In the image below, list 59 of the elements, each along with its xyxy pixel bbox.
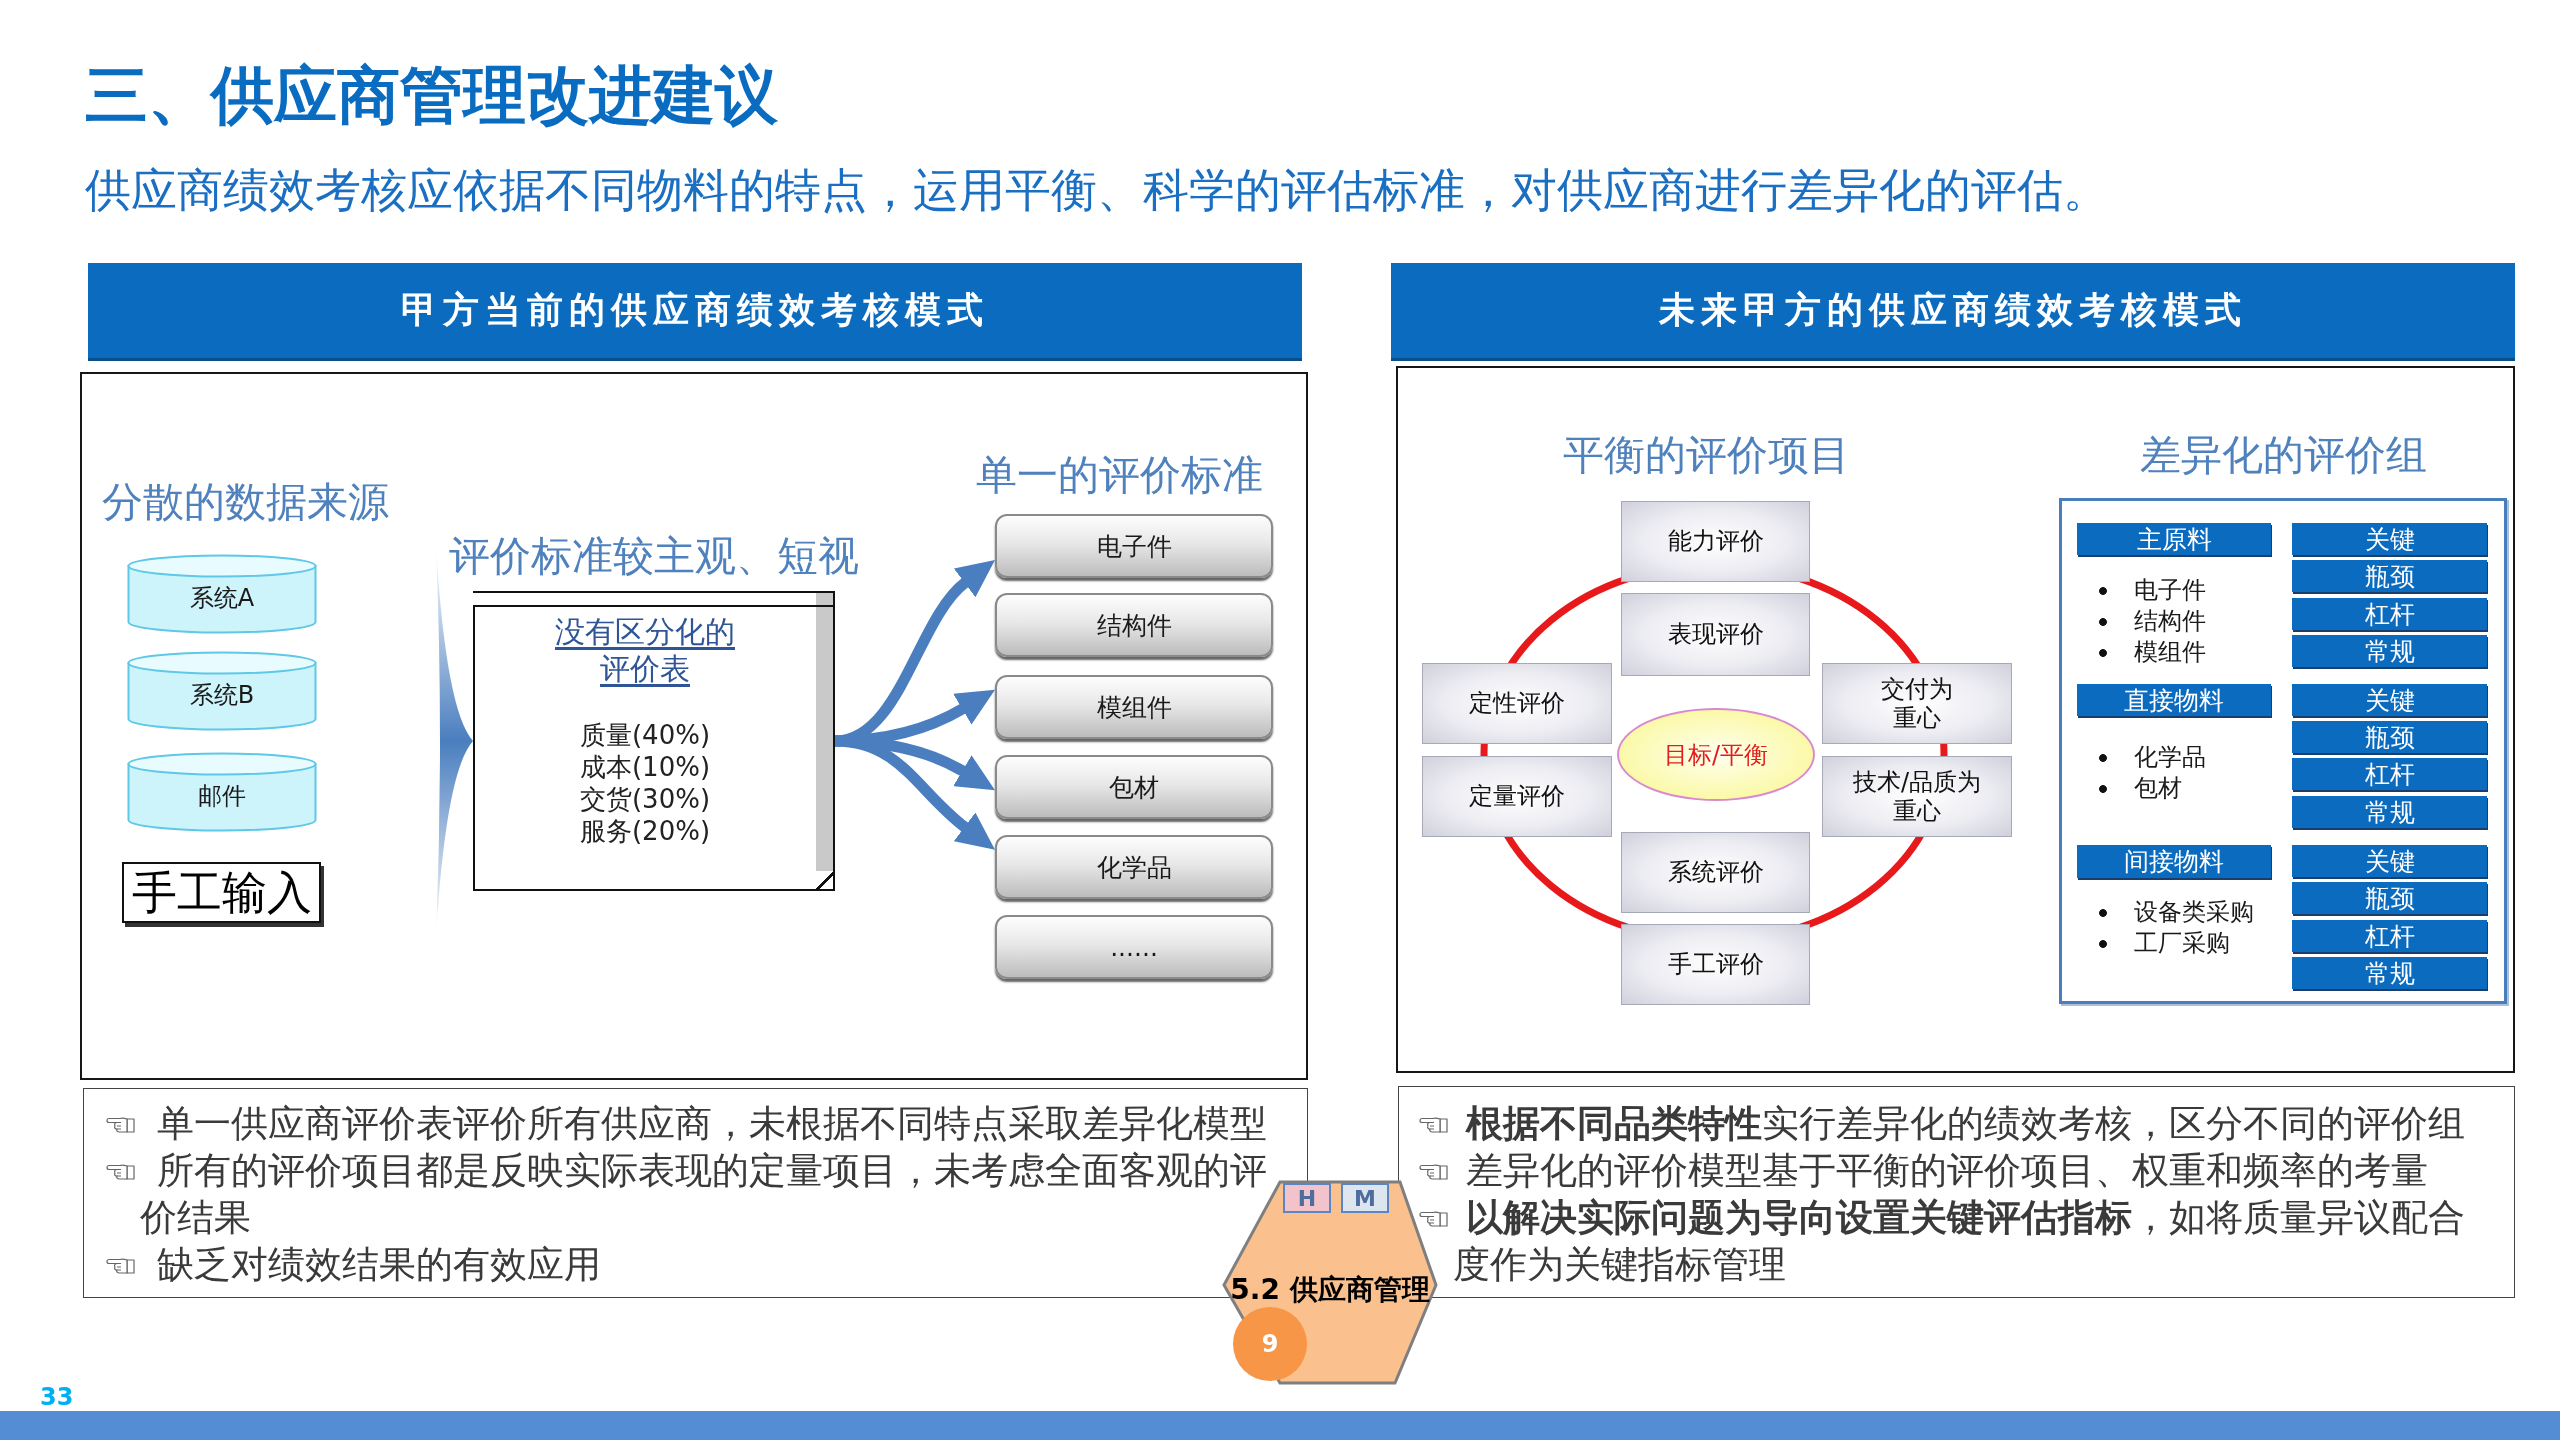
criterion-box: 技术/品质为重心 (1822, 756, 2012, 837)
criterion-box: 定量评价 (1422, 756, 1612, 837)
category-box: 包材 (995, 755, 1273, 819)
list-item: 服务(20%) (579, 815, 711, 847)
bullet-text: 缺乏对绩效结果的有效应用 (157, 1243, 601, 1286)
list-item: 交货(30%) (579, 783, 711, 815)
criterion-box: 系统评价 (1621, 832, 1810, 913)
criterion-box: 定性评价 (1422, 663, 1612, 744)
panel-frame (1396, 366, 2515, 1073)
document-box (473, 591, 835, 891)
category-box: 化学品 (995, 835, 1273, 899)
header-band: 未来甲方的供应商绩效考核模式 (1391, 263, 2515, 358)
section-heading: 平衡的评价项目 (1563, 432, 1850, 479)
bullet-text: 单一供应商评价表评价所有供应商，未根据不同特点采取差异化模型 (157, 1102, 1267, 1145)
category-bar: 间接物料 (2077, 845, 2271, 878)
goal-ellipse: 目标/平衡 (1617, 708, 1815, 801)
section-heading: 分散的数据来源 (102, 479, 389, 526)
badge-label: 5.2 供应商管理 (1230, 1271, 1430, 1308)
group-frame (2059, 498, 2507, 1004)
section-heading: 差异化的评价组 (2140, 432, 2427, 479)
level-bar: 杠杆 (2292, 758, 2487, 790)
page-number: 33 (40, 1383, 74, 1411)
criterion-box: 表现评价 (1621, 593, 1810, 676)
header-band: 甲方当前的供应商绩效考核模式 (88, 263, 1302, 358)
category-box: ...... (995, 915, 1273, 979)
level-bar: 杠杆 (2292, 920, 2487, 952)
tag-box: M (1341, 1183, 1389, 1213)
bullet-text: 以解决实际问题为导向设置关键评估指标，如将质量异议配合度作为关键指标管理 (1453, 1196, 2465, 1286)
tag-box: H (1283, 1183, 1331, 1213)
level-bar: 常规 (2292, 957, 2487, 989)
curved-arrow (834, 735, 995, 851)
category-bar: 直接物料 (2077, 684, 2271, 716)
level-bar: 瓶颈 (2292, 882, 2487, 914)
category-box: 模组件 (995, 675, 1273, 739)
level-bar: 瓶颈 (2292, 560, 2487, 592)
category-box: 结构件 (995, 593, 1273, 657)
criterion-box: 能力评价 (1621, 501, 1810, 582)
section-heading: 评价标准较主观、短视 (449, 533, 859, 580)
level-bar: 常规 (2292, 635, 2487, 667)
bullet-text: 根据不同品类特性实行差异化的绩效考核，区分不同的评价组 (1466, 1102, 2465, 1145)
list-item: 质量(40%) (579, 719, 711, 751)
level-bar: 常规 (2292, 796, 2487, 828)
level-bar: 关键 (2292, 523, 2487, 555)
level-bar: 杠杆 (2292, 598, 2487, 630)
criterion-box: 交付为重心 (1822, 663, 2012, 744)
list-item: 成本(10%) (579, 751, 711, 783)
title: 三、供应商管理改进建议 (85, 62, 778, 130)
category-bar: 主原料 (2077, 523, 2271, 555)
subtitle: 供应商绩效考核应依据不同物料的特点，运用平衡、科学的评估标准，对供应商进行差异化的评估。 (85, 164, 2109, 217)
table-heading: 没有区分化的评价表 (554, 613, 736, 687)
criterion-box: 手工评价 (1621, 924, 1810, 1005)
panel-frame (80, 372, 1308, 1080)
level-bar: 关键 (2292, 684, 2487, 716)
level-bar: 瓶颈 (2292, 721, 2487, 753)
category-box: 电子件 (995, 514, 1273, 578)
level-bar: 关键 (2292, 845, 2487, 877)
bullet-text: 差异化的评价模型基于平衡的评价项目、权重和频率的考量 (1466, 1149, 2428, 1192)
section-heading: 单一的评价标准 (976, 452, 1263, 499)
bullet-text: 所有的评价项目都是反映实际表现的定量项目，未考虑全面客观的评价结果 (140, 1149, 1267, 1239)
